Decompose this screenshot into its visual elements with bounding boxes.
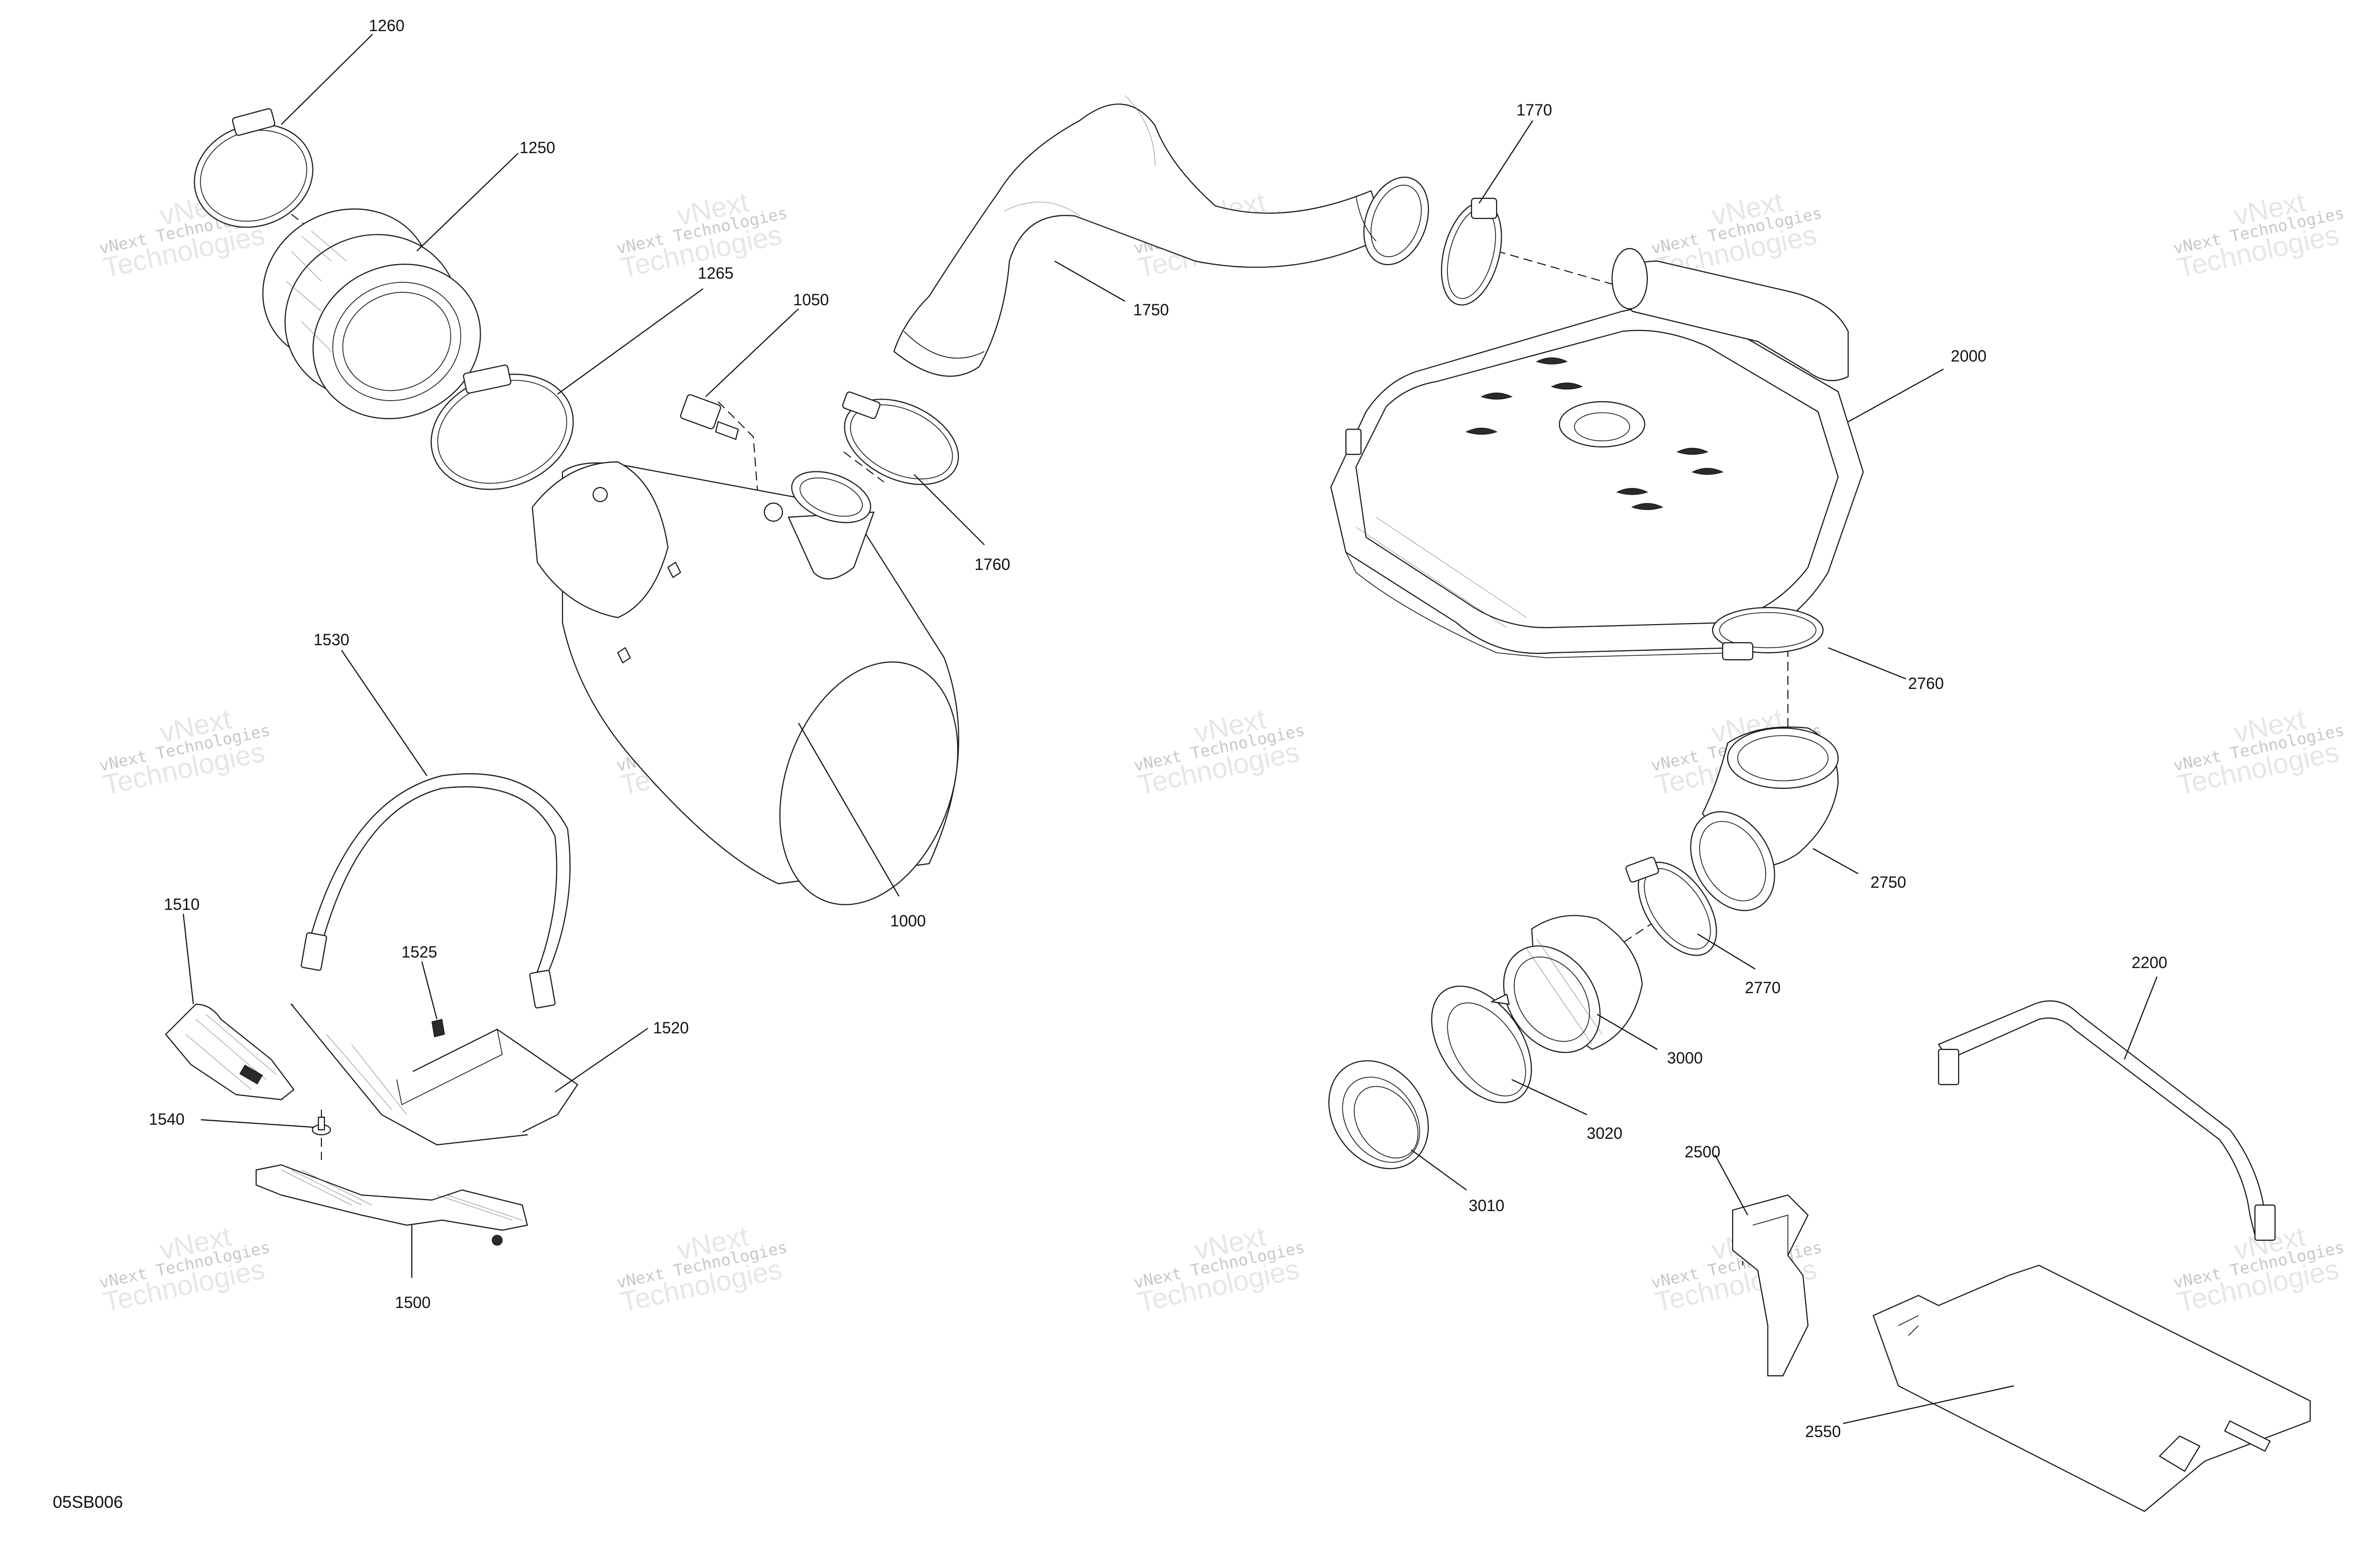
elbow-2750 <box>1690 726 1839 911</box>
bracket-1510 <box>165 1003 295 1101</box>
callout-1050: 1050 <box>793 291 829 309</box>
callout-1530: 1530 <box>313 631 349 649</box>
callout-3010: 3010 <box>1468 1197 1504 1215</box>
callout-2000: 2000 <box>1951 347 1986 365</box>
leader-lines <box>182 34 2158 1425</box>
heat-shield-1520 <box>290 1003 579 1146</box>
sensor-1050 <box>680 394 739 440</box>
callout-2750: 2750 <box>1870 873 1906 891</box>
tube-1750 <box>893 95 1429 377</box>
figure-code: 05SB006 <box>53 1493 123 1512</box>
airbox-2000 <box>1330 248 1864 658</box>
callout-1500: 1500 <box>395 1293 430 1312</box>
strap-1530 <box>300 773 571 1009</box>
clamp-1265 <box>430 365 574 490</box>
clamp-1770-top <box>1441 197 1502 306</box>
callout-1260: 1260 <box>369 17 404 35</box>
callout-1520: 1520 <box>653 1019 689 1037</box>
callout-1265: 1265 <box>698 264 733 282</box>
clamp-1760 <box>842 391 959 485</box>
callout-1525: 1525 <box>401 943 437 961</box>
callout-2770-lower: 2770 <box>1745 979 1780 997</box>
callout-3000: 3000 <box>1667 1049 1703 1067</box>
callout-1770-top: 1770 <box>1516 101 1552 119</box>
flange-3010 <box>1328 1060 1429 1169</box>
callout-1510: 1510 <box>164 895 199 913</box>
clamp-2760 <box>1712 607 1824 661</box>
adapter-3000 <box>1503 915 1643 1053</box>
bracket-2500 <box>1732 1194 1809 1377</box>
callout-1540: 1540 <box>149 1110 184 1128</box>
mount-plate-1500 <box>255 1164 528 1246</box>
callout-labels: 1260 1250 1265 1050 1750 1760 1770 2000 … <box>149 17 2167 1441</box>
callout-2500: 2500 <box>1684 1143 1720 1161</box>
strap-2200 <box>1938 1000 2276 1241</box>
callout-1750: 1750 <box>1133 301 1169 319</box>
plate-2550 <box>1872 1264 2311 1512</box>
ring-3020 <box>1431 985 1532 1104</box>
clip-1525 <box>431 1019 445 1037</box>
callout-1000: 1000 <box>890 912 926 930</box>
bellows-adapter-1250 <box>262 208 481 419</box>
callout-1250: 1250 <box>519 139 555 157</box>
callout-2200: 2200 <box>2131 954 2167 972</box>
fastener-1540 <box>311 1116 331 1136</box>
callout-1760: 1760 <box>974 555 1010 573</box>
callout-3020: 3020 <box>1586 1124 1622 1142</box>
clamp-1260 <box>194 108 313 228</box>
muffler-1000 <box>531 461 959 905</box>
callout-2550: 2550 <box>1805 1422 1841 1441</box>
clamp-2770-lower <box>1625 857 1717 956</box>
callout-2760: 2760 <box>1908 674 1944 692</box>
